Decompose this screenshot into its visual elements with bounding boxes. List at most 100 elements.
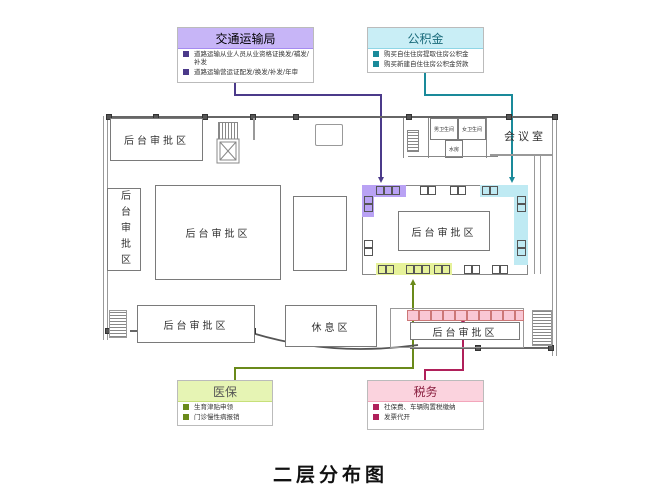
arrow-up-icon [410, 279, 416, 285]
column [202, 114, 208, 120]
desk [414, 265, 422, 274]
desk [434, 265, 442, 274]
partition [534, 154, 535, 274]
room-approval-top-left: 后台审批区 [110, 118, 203, 161]
callout-transport-item: 道路运输营运证配发/换发/补发/年审 [178, 67, 313, 77]
stairs-icon [109, 310, 127, 338]
desk [428, 186, 436, 195]
desk [500, 265, 508, 274]
connector-tax [424, 369, 464, 371]
callout-medical-item: 门诊慢性病报销 [178, 412, 272, 422]
partition [403, 118, 404, 158]
desk [467, 310, 479, 321]
partition [486, 118, 487, 158]
room-restroom-male: 男卫生间 [430, 118, 458, 140]
callout-fund-title: 公积金 [368, 28, 483, 49]
page-title: 二层分布图 [272, 464, 388, 486]
desk [431, 310, 443, 321]
connector-tax [462, 322, 464, 370]
room-water: 水房 [445, 140, 463, 158]
bullet-square-icon [373, 414, 379, 420]
column [552, 114, 558, 120]
desk [376, 186, 384, 195]
partition [490, 154, 552, 156]
callout-fund: 公积金 购买自住住房提取住房公积金 购买新建自住住房公积金贷款 [367, 27, 484, 73]
desk [450, 186, 458, 195]
desk [364, 248, 373, 256]
stairs-icon [532, 310, 552, 346]
bullet-square-icon [183, 69, 189, 75]
callout-tax-title: 税务 [368, 381, 483, 402]
room-empty [293, 196, 347, 271]
bullet-square-icon [373, 404, 379, 410]
desk [407, 310, 419, 321]
callout-medical-title: 医保 [178, 381, 272, 402]
desk [491, 310, 503, 321]
callout-tax-item: 社保费、车辆购置税缴纳 [368, 402, 483, 412]
column [475, 345, 481, 351]
desk [364, 240, 373, 248]
connector-fund [424, 73, 426, 95]
desk [419, 310, 431, 321]
floor-plan: 后台审批区 后台审批区 后台审批区 男卫生间 女卫生间 水房 会议室 后台审批区 [100, 110, 560, 370]
desk [517, 204, 526, 212]
connector-medical [234, 367, 414, 369]
desk [517, 248, 526, 256]
room-restroom-female: 女卫生间 [458, 118, 486, 140]
elevator-icon [216, 138, 240, 164]
room-meeting: 会议室 [504, 130, 546, 143]
desk [503, 310, 515, 321]
column [406, 114, 412, 120]
arrow-down-icon [378, 177, 384, 183]
counter-tax [407, 310, 524, 321]
connector-tax [424, 370, 426, 380]
desk [378, 265, 386, 274]
desk [455, 310, 467, 321]
counter-transport [362, 185, 374, 217]
partition [540, 154, 541, 274]
room-approval-center-large: 后台审批区 [155, 185, 281, 280]
desk [464, 265, 472, 274]
partition [408, 156, 498, 157]
stairs-icon [407, 130, 419, 152]
callout-medical-item: 生育津贴申领 [178, 402, 272, 412]
bullet-square-icon [373, 61, 379, 67]
desk [364, 204, 373, 212]
callout-tax-item: 发票代开 [368, 412, 483, 422]
wall-right-inner [556, 116, 557, 356]
desk [442, 265, 450, 274]
partition [428, 118, 429, 158]
room-rest: 休息区 [285, 305, 377, 347]
desk [515, 310, 524, 321]
connector-fund [511, 94, 513, 179]
column [106, 114, 112, 120]
connector-transport [234, 83, 236, 95]
room-approval-bottom-right: 后台审批区 [410, 322, 520, 340]
desk [364, 196, 373, 204]
room-approval-bottom-left: 后台审批区 [137, 305, 255, 343]
desk [482, 186, 490, 195]
shaft [315, 124, 343, 146]
desk [490, 186, 498, 195]
column [293, 114, 299, 120]
desk [517, 240, 526, 248]
desk [386, 265, 394, 274]
arrow-up-icon [460, 318, 466, 324]
callout-transport-item: 道路运输从业人员从业资格证换发/補发/补发 [178, 49, 313, 67]
column [506, 114, 512, 120]
desk [420, 186, 428, 195]
callout-fund-item: 购买新建自住住房公积金贷款 [368, 59, 483, 69]
desk [443, 310, 455, 321]
wall-left [103, 116, 104, 340]
connector-transport [380, 94, 382, 179]
bullet-square-icon [183, 414, 189, 420]
desk [392, 186, 400, 195]
desk [492, 265, 500, 274]
bullet-square-icon [183, 51, 189, 57]
wall-right [552, 116, 553, 356]
desk [479, 310, 491, 321]
callout-transport-title: 交通运输局 [178, 28, 313, 49]
wall-top [108, 116, 556, 118]
connector-transport [234, 94, 382, 96]
callout-transport: 交通运输局 道路运输从业人员从业资格证换发/補发/补发 道路运输营运证配发/换发… [177, 27, 314, 83]
